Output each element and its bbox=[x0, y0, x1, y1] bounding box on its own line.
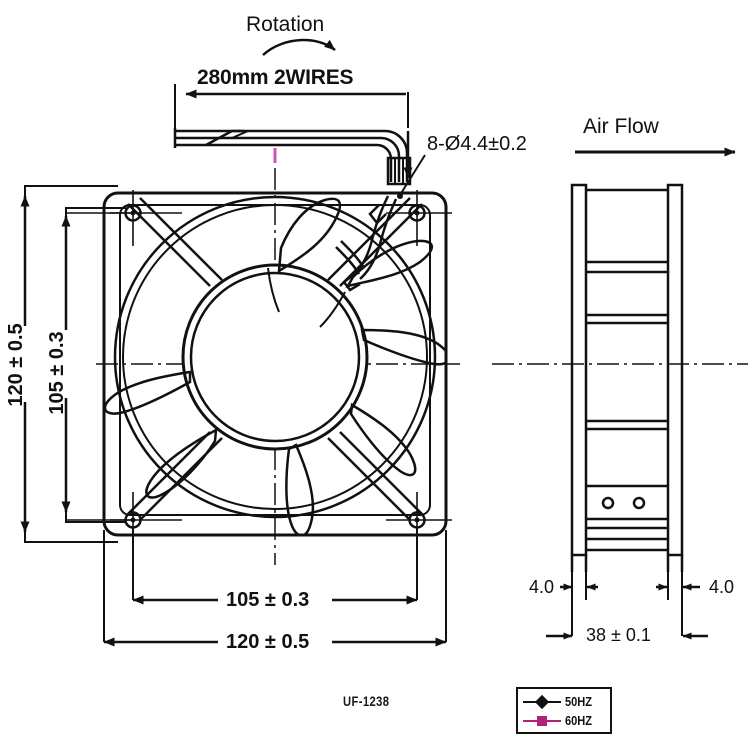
hole-callout-leader bbox=[397, 131, 426, 199]
dimension-front-width-inner: 105 ± 0.3 bbox=[226, 589, 310, 611]
vertical-dimensions bbox=[20, 185, 133, 543]
rotation-label: Rotation bbox=[246, 13, 325, 36]
side-view-dimensions bbox=[546, 560, 708, 640]
legend-label-60hz: 60HZ bbox=[565, 713, 593, 728]
dimension-front-width-outer: 120 ± 0.5 bbox=[226, 631, 310, 653]
frequency-legend: 50HZ 60HZ bbox=[516, 687, 612, 734]
fan-side-view bbox=[492, 183, 748, 572]
diamond-marker-icon bbox=[534, 694, 550, 710]
legend-item-60hz: 60HZ bbox=[523, 712, 609, 730]
wire-length-label: 280mm 2WIRES bbox=[197, 66, 354, 89]
square-marker-icon bbox=[537, 716, 547, 726]
dimension-front-height-outer: 120 ± 0.5 bbox=[5, 323, 27, 407]
horizontal-dimensions bbox=[103, 528, 447, 647]
legend-item-50hz: 50HZ bbox=[523, 693, 609, 711]
dimension-side-flange-left: 4.0 bbox=[529, 577, 555, 597]
wire-exit-detail bbox=[335, 195, 398, 292]
fan-front-view bbox=[102, 190, 452, 548]
wire-length-dimension bbox=[174, 84, 409, 128]
wire-cable bbox=[173, 128, 412, 186]
legend-label-50hz: 50HZ bbox=[565, 694, 593, 709]
hole-callout-label: 8-Ø4.4±0.2 bbox=[427, 133, 527, 155]
fan-blade-assembly bbox=[104, 195, 446, 535]
dimension-side-depth: 38 ± 0.1 bbox=[586, 625, 651, 645]
part-number-label: UF-1238 bbox=[343, 693, 390, 709]
rotation-arrow bbox=[262, 38, 336, 56]
air-flow-label: Air Flow bbox=[583, 115, 659, 138]
dimension-front-height-inner: 105 ± 0.3 bbox=[46, 331, 68, 415]
dimension-side-flange-right: 4.0 bbox=[709, 577, 735, 597]
